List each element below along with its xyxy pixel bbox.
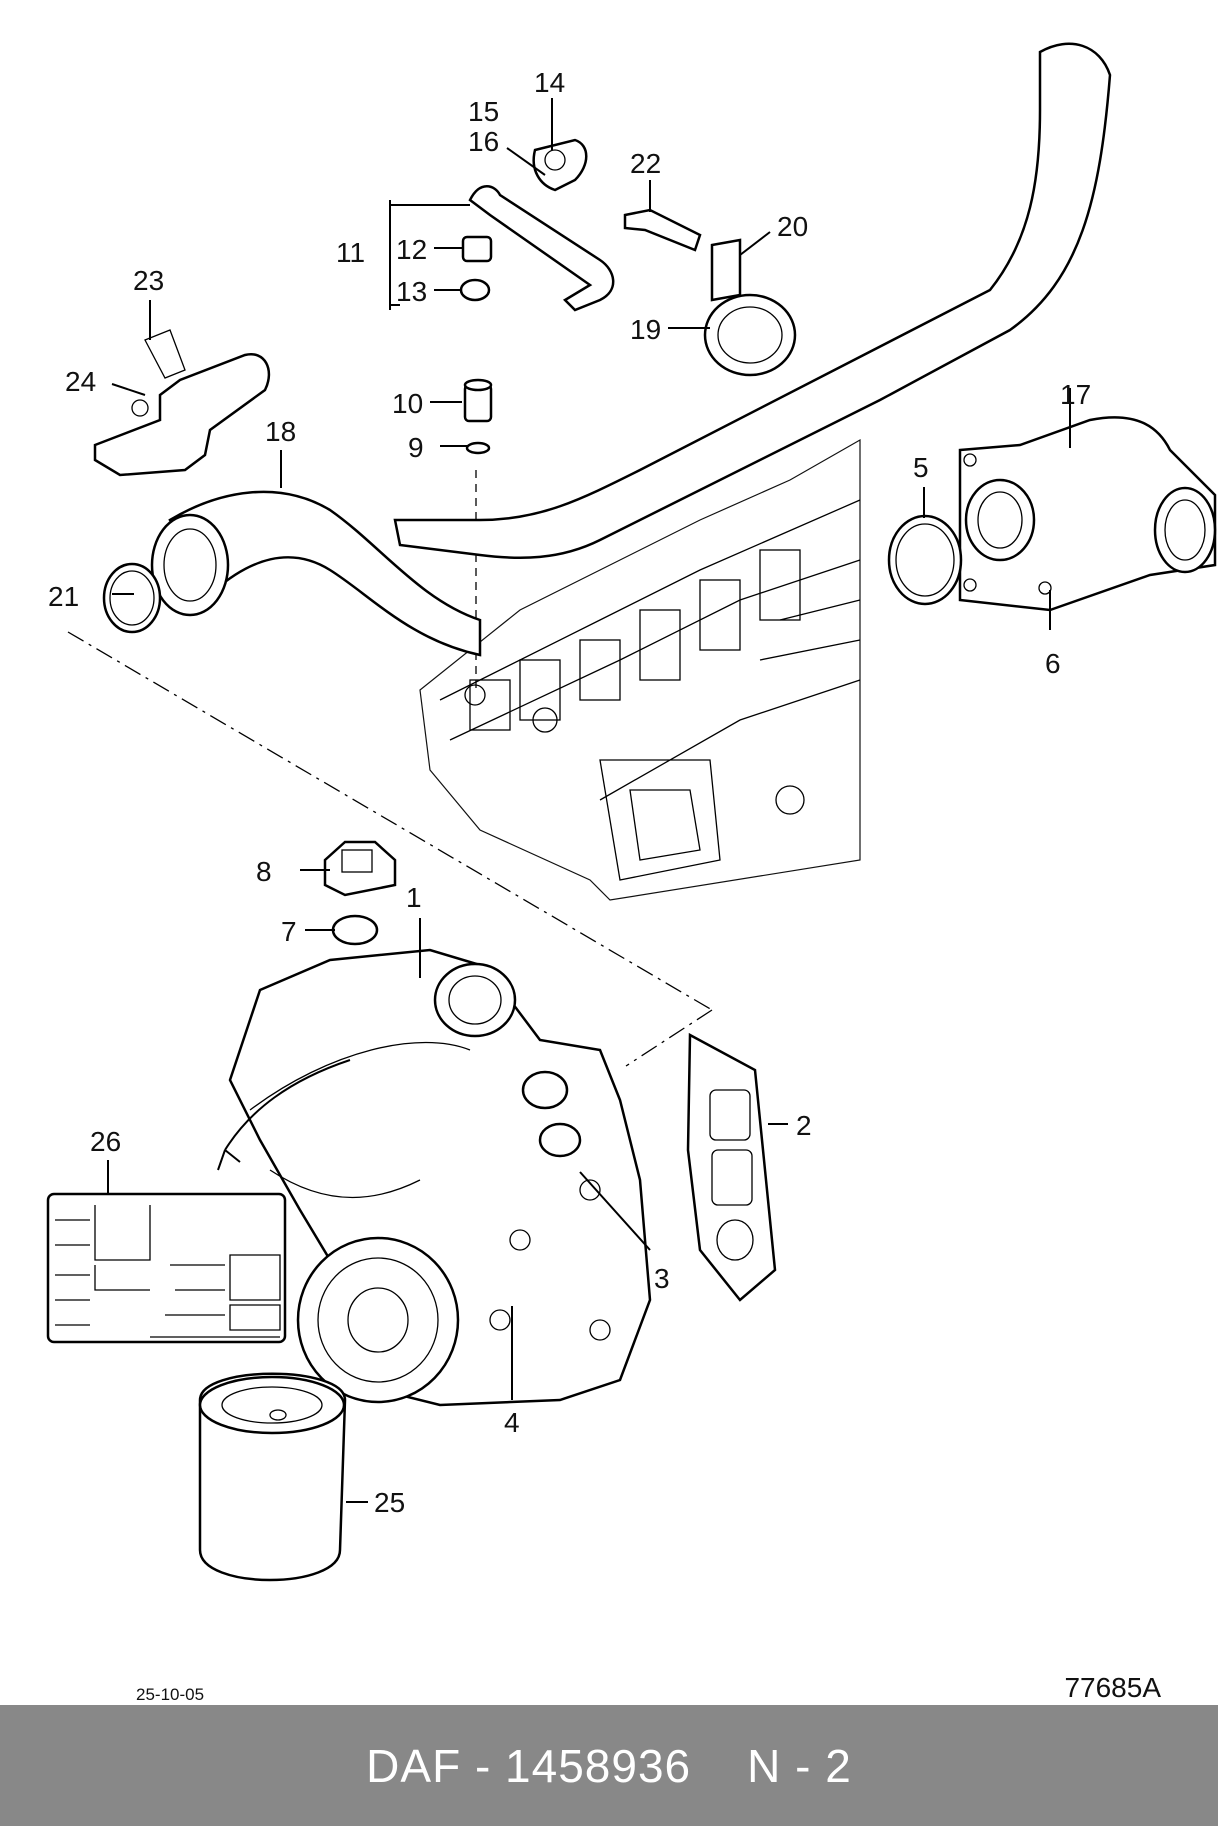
gasket-2 — [686, 1032, 777, 1302]
part-number-banner: DAF - 1458936 N - 2 — [0, 1705, 1218, 1826]
banner-brand-part: DAF - 1458936 — [366, 1739, 692, 1792]
callout-2: 2 — [796, 1110, 812, 1141]
banner-section: N - 2 — [747, 1739, 852, 1792]
plug-8 — [323, 840, 397, 897]
hose-18 — [150, 490, 482, 657]
callout-15: 15 — [468, 96, 499, 127]
callout-10: 10 — [392, 388, 423, 419]
callout-14: 14 — [534, 67, 565, 98]
callout-23: 23 — [133, 265, 164, 296]
callout-4: 4 — [504, 1407, 520, 1438]
thermostat-housing-17 — [958, 416, 1217, 612]
pipe-11 — [459, 185, 615, 312]
coolant-pipe-long — [393, 42, 1112, 560]
cylinder-head-block — [419, 438, 861, 901]
exploded-parts-diagram: 1 2 3 4 5 6 7 8 9 10 11 12 13 14 15 16 1… — [46, 42, 1217, 1582]
callout-1: 1 — [406, 882, 422, 913]
o-ring-5-inner — [895, 523, 955, 597]
fitting-10 — [463, 378, 493, 423]
callouts: 1 2 3 4 5 6 7 8 9 10 11 12 13 14 15 16 1… — [48, 67, 1091, 1518]
drawing-code: 77685A — [1064, 1672, 1161, 1703]
water-pump-housing-1 — [217, 948, 652, 1407]
callout-3: 3 — [654, 1263, 670, 1294]
callout-16: 16 — [468, 126, 499, 157]
o-ring-21-inner — [109, 570, 155, 626]
stud-22 — [623, 208, 702, 252]
callout-7: 7 — [281, 916, 297, 947]
callout-8: 8 — [256, 856, 272, 887]
callout-19: 19 — [630, 314, 661, 345]
callout-6: 6 — [1045, 648, 1061, 679]
callout-9: 9 — [408, 432, 424, 463]
o-ring-7 — [331, 914, 379, 946]
clamp-19-20 — [703, 238, 797, 377]
callout-25: 25 — [374, 1487, 405, 1518]
callout-24: 24 — [65, 366, 96, 397]
callout-26: 26 — [90, 1126, 121, 1157]
callout-13: 13 — [396, 276, 427, 307]
leader-lines — [107, 98, 1071, 1503]
o-ring-5 — [887, 514, 963, 606]
callout-12: 12 — [396, 234, 427, 265]
callout-22: 22 — [630, 148, 661, 179]
label-26 — [46, 1192, 287, 1344]
clip-14-15-16 — [532, 138, 588, 192]
callout-17: 17 — [1060, 379, 1091, 410]
callout-5: 5 — [913, 452, 929, 483]
o-ring-21 — [102, 562, 162, 634]
footer-date: 25-10-05 — [136, 1685, 205, 1704]
callout-18: 18 — [265, 416, 296, 447]
bracket-23-24 — [93, 329, 271, 477]
callout-11: 11 — [336, 237, 365, 268]
callout-20: 20 — [777, 211, 808, 242]
callout-21: 21 — [48, 581, 79, 612]
oil-filter-25 — [198, 1372, 347, 1582]
washer-9 — [465, 441, 491, 455]
